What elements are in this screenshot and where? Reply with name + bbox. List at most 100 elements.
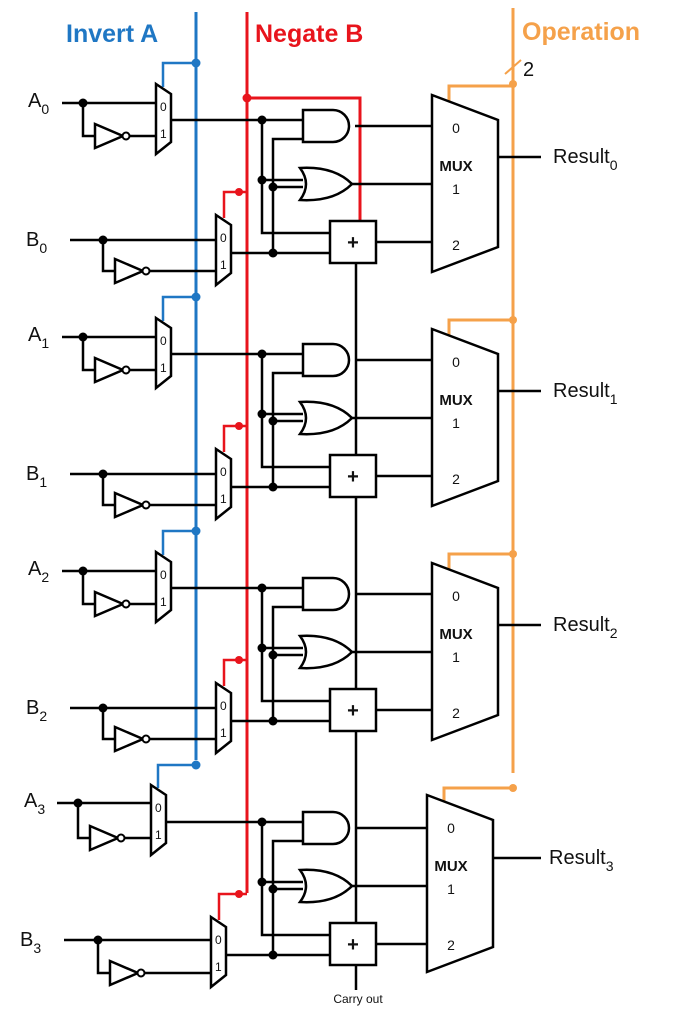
not-gate-bubble — [116, 833, 126, 843]
a-to-or-wire — [260, 354, 303, 416]
result-mux — [425, 793, 495, 974]
junction-dot — [257, 583, 267, 593]
not-gate — [113, 725, 147, 753]
result-label: Result2 — [553, 614, 618, 641]
input-select-mux — [154, 81, 173, 157]
junction-dot — [268, 950, 278, 960]
not-gate-bubble — [121, 599, 131, 609]
adder-plus-symbol: + — [347, 700, 359, 722]
a-invert-branch — [81, 571, 95, 606]
negate-b-select — [222, 424, 247, 452]
operation-header: Operation — [522, 18, 640, 46]
result-mux-input-0-label: 0 — [447, 820, 455, 836]
adder-box — [328, 219, 378, 265]
not-gate-bubble — [141, 734, 151, 744]
not-gate-bubble — [141, 500, 151, 510]
junction-dot — [257, 175, 267, 185]
operation-select — [447, 84, 513, 103]
a-to-adder-wire — [260, 882, 330, 937]
result-mux-label: MUX — [439, 158, 472, 175]
input-select-mux — [214, 446, 233, 522]
junction-dot — [235, 188, 243, 196]
junction-dot — [268, 884, 278, 894]
negate-b-select — [217, 892, 247, 920]
result-mux-label: MUX — [439, 626, 472, 643]
operation-select — [442, 786, 513, 803]
junction-dot — [509, 784, 517, 792]
b-invert-branch — [101, 474, 115, 507]
not-gate-bubble — [141, 266, 151, 276]
result-mux — [430, 561, 500, 742]
a-invert-branch — [76, 803, 90, 840]
invert-a-select — [161, 61, 196, 87]
result-mux-input-2-label: 2 — [452, 237, 460, 253]
mux-input-0-label: 0 — [220, 465, 227, 479]
b-invert-branch — [101, 240, 115, 273]
a-to-or-wire — [260, 588, 303, 650]
adder-box — [328, 921, 378, 967]
input-a-label: A0 — [28, 90, 49, 117]
b-to-and-wire — [271, 371, 303, 487]
a-to-adder-wire — [260, 648, 330, 703]
input-a-label: A1 — [28, 324, 49, 351]
junction-dot — [509, 80, 517, 88]
mux-input-1-label: 1 — [220, 726, 227, 740]
and-gate — [301, 108, 351, 144]
junction-dot — [257, 409, 267, 419]
junction-dot — [509, 550, 517, 558]
result-mux-input-2-label: 2 — [447, 937, 455, 953]
input-a-label: A2 — [28, 558, 49, 585]
adder-plus-symbol: + — [347, 466, 359, 488]
mux-input-0-label: 0 — [160, 100, 167, 114]
result-mux-label: MUX — [439, 392, 472, 409]
junction-dot — [268, 182, 278, 192]
junction-dot — [191, 292, 201, 302]
input-select-mux — [149, 782, 168, 858]
result-label: Result3 — [549, 847, 614, 874]
junction-dot — [268, 416, 278, 426]
junction-dot — [78, 98, 88, 108]
negate-b-select — [222, 190, 247, 218]
b-to-and-wire — [271, 839, 303, 955]
and-gate — [301, 342, 351, 378]
junction-dot — [257, 349, 267, 359]
junction-dot — [268, 716, 278, 726]
junction-dot — [98, 703, 108, 713]
a-to-adder-wire — [260, 414, 330, 469]
mux-input-1-label: 1 — [155, 828, 162, 842]
result-label: Result1 — [553, 380, 618, 407]
input-b-label: B3 — [20, 929, 41, 956]
mux-input-1-label: 1 — [220, 258, 227, 272]
result-mux-input-2-label: 2 — [452, 471, 460, 487]
junction-dots-layer — [73, 58, 517, 960]
result-mux-input-0-label: 0 — [452, 120, 460, 136]
operation-select — [447, 552, 513, 571]
not-gate — [113, 257, 147, 285]
operation-select — [447, 318, 513, 337]
adder-box — [328, 453, 378, 499]
result-label: Result0 — [553, 146, 618, 173]
adder-plus-symbol: + — [347, 934, 359, 956]
junction-dot — [235, 656, 243, 664]
not-gate — [88, 824, 122, 852]
mux-input-0-label: 0 — [155, 801, 162, 815]
junction-dot — [242, 93, 252, 103]
components-layer: 0101+0MUX120101+0MUX120101+0MUX120101+0M… — [88, 81, 500, 990]
b-invert-branch — [96, 940, 110, 975]
carry-in-wire — [247, 96, 362, 221]
result-mux-input-1-label: 1 — [447, 881, 455, 897]
not-gate — [113, 491, 147, 519]
junction-dot — [268, 482, 278, 492]
or-gate — [297, 166, 354, 202]
mux-input-0-label: 0 — [160, 334, 167, 348]
adder-plus-symbol: + — [347, 232, 359, 254]
invert-a-select — [161, 529, 196, 555]
junction-dot — [268, 248, 278, 258]
negate-b-select — [222, 658, 247, 686]
result-mux — [430, 327, 500, 508]
result-mux-input-1-label: 1 — [452, 649, 460, 665]
invert-a-select — [156, 763, 196, 788]
input-select-mux — [214, 680, 233, 756]
a-invert-branch — [81, 103, 95, 138]
wires-layer — [57, 8, 541, 990]
